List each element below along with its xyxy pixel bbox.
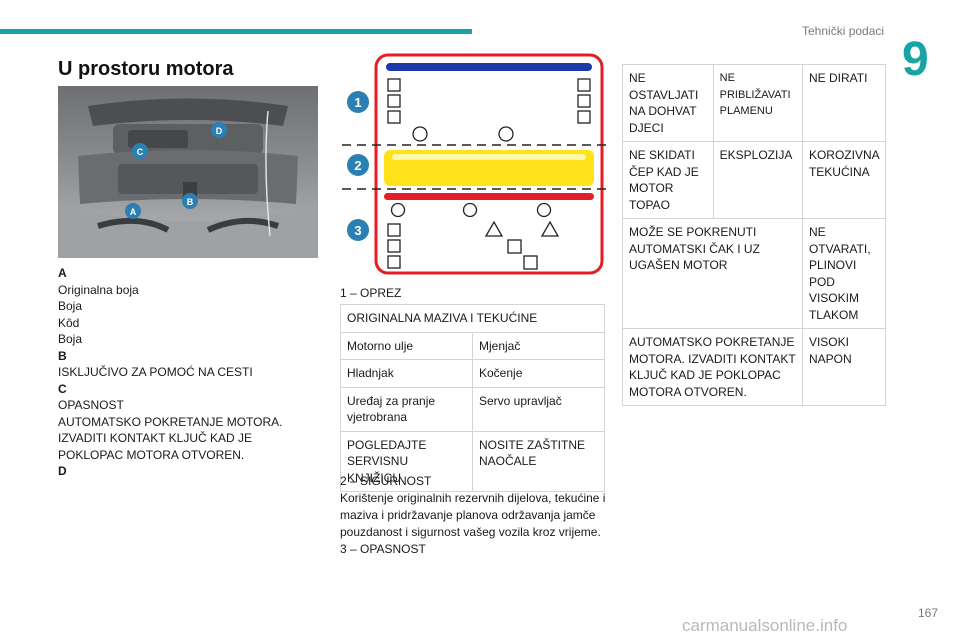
callout-label-c: C	[137, 147, 144, 157]
label-zone-1-symbols	[387, 78, 591, 142]
table-cell: NE OSTAVLJATI NA DOHVAT DJECI	[622, 64, 714, 142]
legend-c-line-1: OPASNOST	[58, 398, 124, 412]
legend-key-d: D	[58, 464, 67, 478]
table-cell: NE OTVARATI, PLINOVI POD VISOKIM TLAKOM	[801, 218, 887, 329]
table-cell: Servo upravljač	[472, 386, 605, 432]
danger-table: NE OSTAVLJATI NA DOHVAT DJECI NE PRIBLIŽ…	[622, 64, 887, 406]
zone-marker-3-label: 3	[354, 223, 361, 238]
label-zone-3-symbols	[387, 202, 560, 270]
legend-key-a: A	[58, 266, 67, 280]
legend-c-line-3: IZVADITI KONTAKT KLJUČ KAD JE	[58, 431, 253, 445]
table-row: ORIGINALNA MAZIVA I TEKUĆINE	[340, 304, 605, 333]
table-cell: Kočenje	[472, 359, 605, 388]
chapter-number: 9	[902, 33, 929, 86]
caution-heading: 1 – OPREZ	[340, 286, 402, 300]
callout-label-d: D	[216, 126, 223, 136]
safety-danger-text: 2 – SIGURNOST Korištenje originalnih rez…	[340, 473, 608, 558]
zone-marker-2-label: 2	[354, 158, 361, 173]
table-cell: EKSPLOZIJA	[712, 141, 803, 219]
danger-heading: 3 – OPASNOST	[340, 542, 426, 556]
table-cell: MOŽE SE POKRENUTI AUTOMATSKI ČAK I UZ UG…	[622, 218, 803, 329]
table-cell: KOROZIVNA TEKUĆINA	[801, 141, 887, 219]
table-cell: Hladnjak	[340, 359, 473, 388]
caution-table: ORIGINALNA MAZIVA I TEKUĆINE Motorno ulj…	[340, 304, 605, 492]
callout-marker-b: B	[182, 193, 198, 209]
table-row: Motorno ulje Mjenjač	[340, 331, 605, 360]
label-diagram: 1 2 3	[342, 53, 608, 275]
zone-marker-3: 3	[347, 219, 369, 241]
safety-paragraph: Korištenje originalnih rezervnih dijelov…	[340, 491, 606, 539]
page-number: 167	[918, 606, 939, 620]
section-header: Tehnički podaci	[802, 24, 885, 38]
table-row: Uređaj za pranje vjetrobrana Servo uprav…	[340, 386, 605, 432]
table-row: NE SKIDATI ČEP KAD JE MOTOR TOPAO EKSPLO…	[622, 141, 887, 219]
table-cell: NE DIRATI	[801, 64, 887, 142]
table-row: MOŽE SE POKRENUTI AUTOMATSKI ČAK I UZ UG…	[622, 218, 887, 329]
table-cell: ORIGINALNA MAZIVA I TEKUĆINE	[340, 304, 605, 333]
table-row: AUTOMATSKO POKRETANJE MOTORA. IZVADITI K…	[622, 328, 887, 406]
callout-label-b: B	[187, 197, 194, 207]
legend-a-line-4: Boja	[58, 332, 83, 346]
table-cell: VISOKI NAPON	[801, 328, 887, 406]
callout-marker-d: D	[211, 122, 227, 138]
legend-key-b: B	[58, 348, 67, 363]
zone-marker-1: 1	[347, 91, 369, 113]
table-row: NE OSTAVLJATI NA DOHVAT DJECI NE PRIBLIŽ…	[622, 64, 887, 142]
table-cell: Motorno ulje	[340, 331, 473, 360]
table-row: Hladnjak Kočenje	[340, 359, 605, 388]
engine-compartment-photo: D C B A	[58, 86, 318, 258]
zone-marker-2: 2	[347, 154, 369, 176]
table-cell: NE SKIDATI ČEP KAD JE MOTOR TOPAO	[622, 141, 714, 219]
table-cell: NE PRIBLIŽAVATI PLAMENU	[712, 64, 803, 142]
photo-legend: A Originalna boja Boja Kôd Boja B ISKLJU…	[58, 265, 318, 480]
legend-b-line-1: ISKLJUČIVO ZA POMOĆ NA CESTI	[58, 365, 253, 379]
zone-marker-1-label: 1	[354, 95, 361, 110]
callout-label-a: A	[130, 207, 137, 217]
callout-marker-a: A	[125, 203, 141, 219]
legend-a-line-2: Boja	[58, 299, 83, 313]
legend-a-line-3: Kôd	[58, 315, 80, 330]
legend-a-line-1: Originalna boja	[58, 282, 139, 297]
watermark: carmanualsonline.info	[682, 616, 848, 635]
table-cell: NOSITE ZAŠTITNE NAOČALE	[472, 430, 605, 492]
legend-key-c: C	[58, 381, 67, 396]
table-cell: POGLEDAJTE SERVISNU KNJIŽICU.	[340, 430, 473, 492]
legend-c-line-4: POKLOPAC MOTORA OTVOREN.	[58, 447, 245, 462]
table-cell: AUTOMATSKO POKRETANJE MOTORA. IZVADITI K…	[622, 328, 803, 406]
legend-c-line-2: AUTOMATSKO POKRETANJE MOTORA.	[58, 414, 283, 429]
safety-heading: 2 – SIGURNOST	[340, 474, 432, 488]
table-cell: Mjenjač	[472, 331, 605, 360]
table-cell: Uređaj za pranje vjetrobrana	[340, 386, 473, 432]
header-accent-bar	[0, 29, 472, 34]
label-blue-band	[386, 63, 592, 71]
label-red-band	[384, 193, 594, 200]
callout-marker-c: C	[132, 143, 148, 159]
page-title: U prostoru motora	[58, 58, 234, 80]
table-row: POGLEDAJTE SERVISNU KNJIŽICU. NOSITE ZAŠ…	[340, 430, 605, 492]
